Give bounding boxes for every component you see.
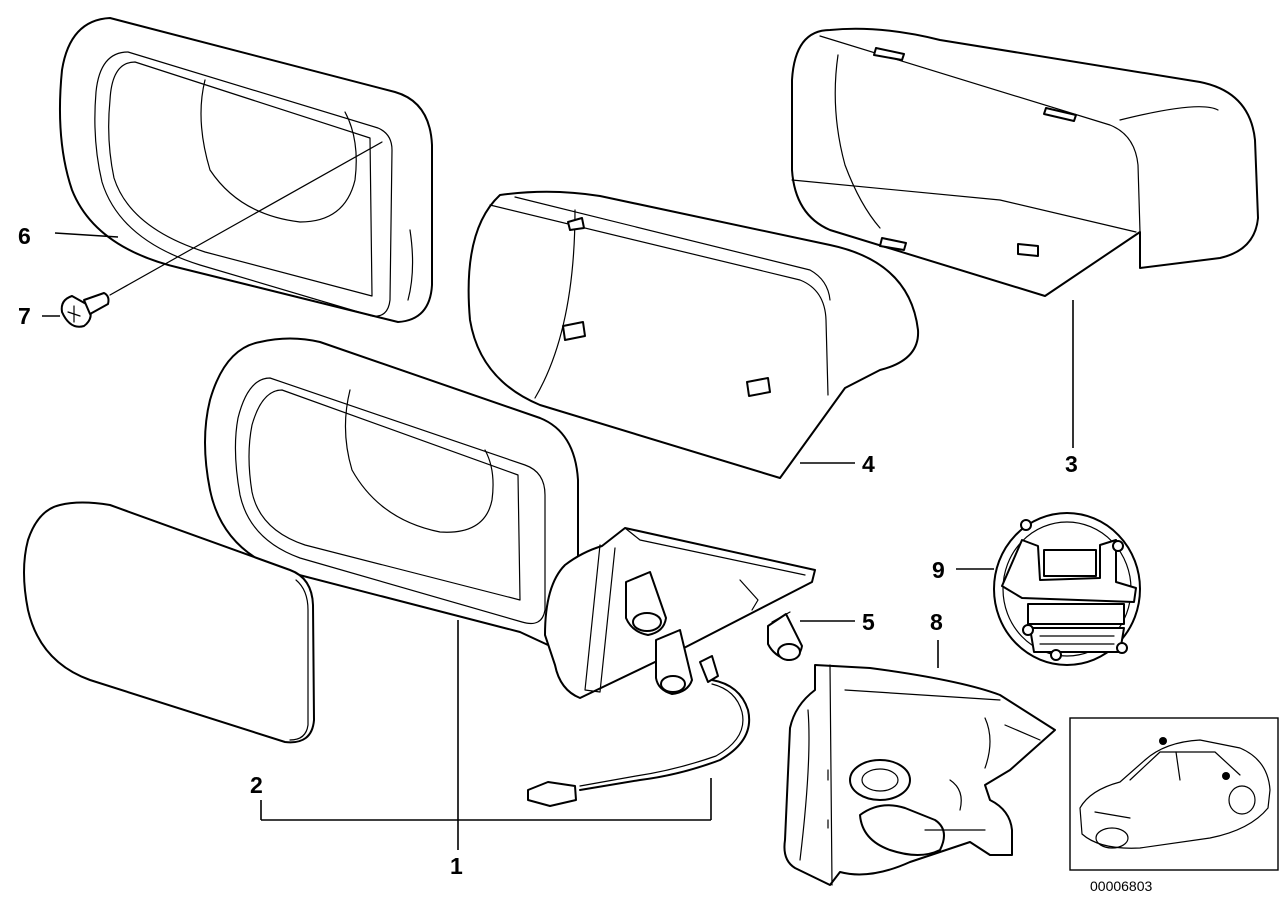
callout-7-label: 7	[18, 303, 31, 329]
callout-9: 9	[932, 557, 994, 583]
part-8-mirror-base[interactable]	[783, 664, 1056, 886]
part-6-housing-frame[interactable]	[59, 17, 433, 323]
part-4-mirror-cap[interactable]	[467, 190, 920, 479]
diagram-code: 00006803	[1090, 878, 1153, 894]
callout-9-label: 9	[932, 557, 945, 583]
callout-1: 1	[450, 620, 463, 879]
callout-5: 5	[800, 609, 875, 635]
callout-1-label: 1	[450, 853, 463, 879]
part-3-outer-cap[interactable]	[791, 27, 1259, 297]
part-7-screw[interactable]	[60, 141, 383, 328]
callout-4-label: 4	[862, 451, 875, 477]
part-2-mirror-glass[interactable]	[23, 501, 315, 744]
car-silhouette-icon	[1079, 737, 1271, 849]
vehicle-location-inset	[1069, 717, 1279, 871]
part-9-motor-unit[interactable]	[993, 512, 1141, 666]
callout-3-label: 3	[1065, 451, 1078, 477]
callout-5-label: 5	[862, 609, 875, 635]
part-1-mirror-housing[interactable]	[204, 337, 816, 699]
callout-6: 6	[18, 223, 119, 249]
callout-4: 4	[800, 451, 875, 477]
part-5-bolt[interactable]	[767, 611, 803, 661]
callout-3: 3	[1065, 300, 1078, 477]
callout-8-label: 8	[930, 609, 943, 635]
callout-2: 2	[250, 772, 712, 821]
wiring-harness[interactable]	[527, 655, 751, 807]
callout-6-label: 6	[18, 223, 31, 249]
callout-8: 8	[930, 609, 943, 668]
callout-7: 7	[18, 303, 60, 329]
callout-2-label: 2	[250, 772, 263, 798]
